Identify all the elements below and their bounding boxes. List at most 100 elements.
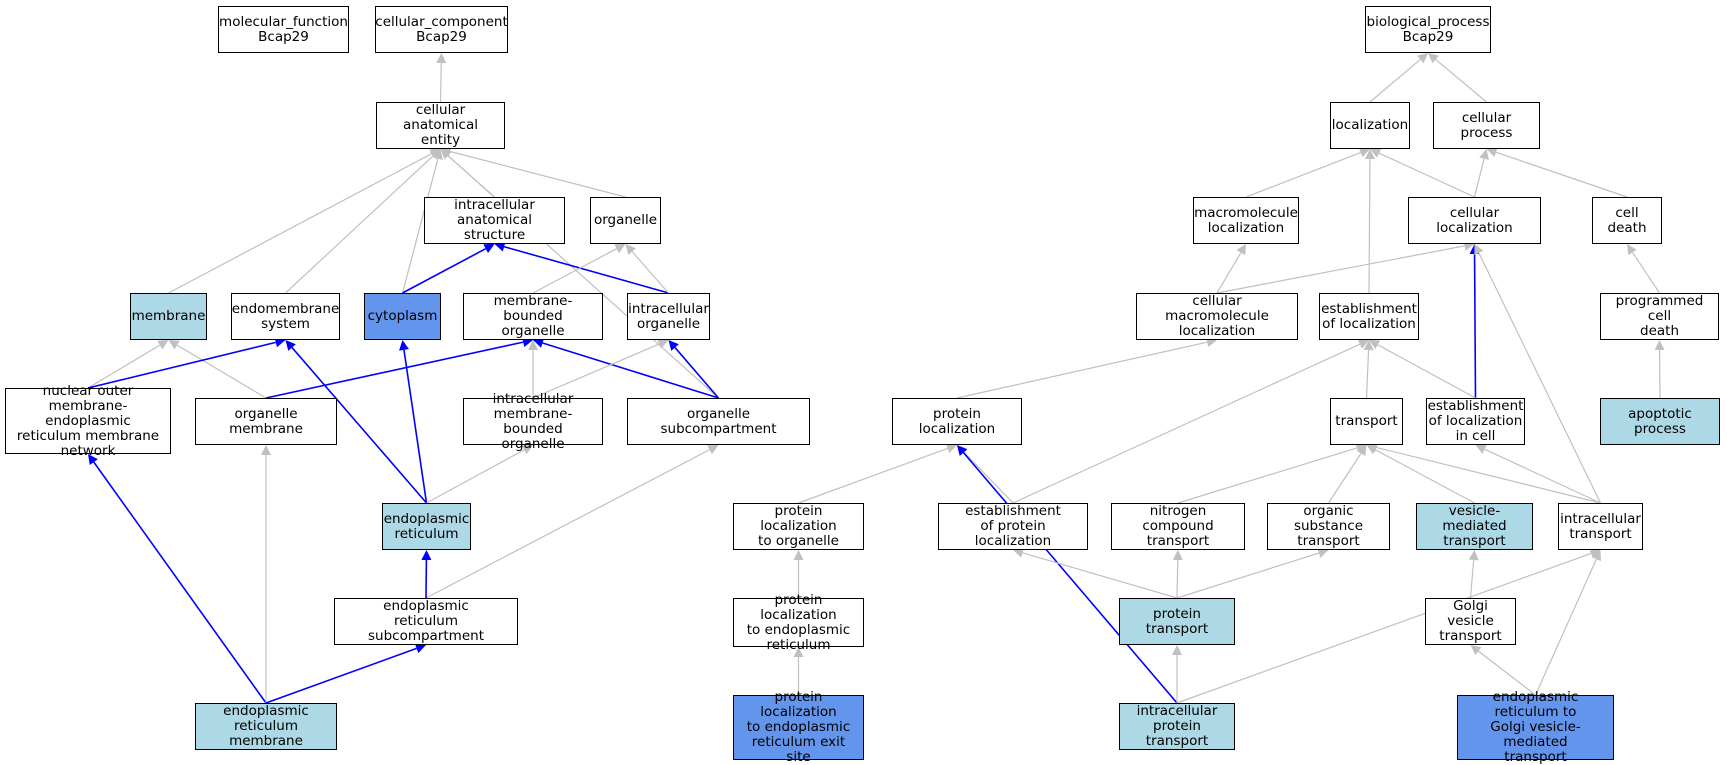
- edge-arrowhead: [1358, 147, 1370, 158]
- edge-arrowhead: [533, 338, 545, 348]
- node-vmt[interactable]: vesicle-mediated transport: [1416, 503, 1533, 550]
- node-om[interactable]: organelle membrane: [195, 398, 337, 445]
- node-osc[interactable]: organelle subcompartment: [627, 398, 810, 445]
- node-gvt[interactable]: Golgi vesicle transport: [1425, 598, 1516, 645]
- node-cl[interactable]: cellular localization: [1408, 197, 1541, 244]
- edge-arrowhead: [1317, 548, 1329, 558]
- edge-is_a-it-to-tr: [1376, 446, 1601, 504]
- edge-is_a-pt-to-nct: [1176, 559, 1179, 599]
- node-mf[interactable]: molecular_function Bcap29: [218, 6, 349, 53]
- edge-is_a-pcd-to-cd: [1632, 252, 1661, 294]
- node-it[interactable]: intracellular transport: [1558, 503, 1643, 550]
- node-bp[interactable]: biological_process Bcap29: [1365, 6, 1491, 53]
- edge-arrowhead: [421, 550, 432, 561]
- node-ergt[interactable]: endoplasmic reticulum to Golgi vesicle-m…: [1457, 690, 1614, 765]
- edge-arrowhead: [399, 340, 409, 351]
- edge-arrowhead: [1172, 645, 1182, 655]
- node-epl[interactable]: establishment of protein localization: [938, 503, 1088, 550]
- edge-is_a-osc-to-cae: [447, 155, 719, 399]
- edge-is_a-nom-to-mem: [87, 344, 161, 389]
- edge-is_a-er-to-imbo: [426, 449, 525, 504]
- node-eol[interactable]: establishment of localization: [1319, 293, 1419, 340]
- edge-part_of-erm-to-nom: [93, 461, 267, 704]
- node-pler[interactable]: protein localization to endoplasmic reti…: [733, 592, 864, 652]
- edge-arrowhead: [1370, 148, 1382, 158]
- edge-is_a-eol-to-loc: [1368, 158, 1371, 294]
- edge-is_a-mbo-to-org: [532, 248, 617, 294]
- edge-is_a-mem-to-cae: [168, 153, 432, 294]
- edge-arrowhead: [1474, 244, 1484, 256]
- node-er[interactable]: endoplasmic reticulum: [382, 503, 471, 550]
- node-cyt[interactable]: cytoplasm: [364, 293, 441, 340]
- node-pt[interactable]: protein transport: [1119, 598, 1235, 645]
- edge-is_a-it-to-eolc: [1484, 448, 1601, 504]
- node-ems[interactable]: endomembrane system: [231, 293, 340, 340]
- edge-is_a-org-to-cae: [450, 150, 626, 198]
- edge-arrowhead: [1468, 550, 1479, 561]
- node-cp[interactable]: cellular process: [1433, 102, 1540, 149]
- node-erm[interactable]: endoplasmic reticulum membrane: [195, 703, 337, 750]
- edge-is_a-cl-to-loc: [1378, 152, 1475, 198]
- edge-arrowhead: [1364, 149, 1375, 160]
- node-tr[interactable]: transport: [1330, 398, 1403, 445]
- edge-arrowhead: [945, 443, 957, 454]
- edge-is_a-gvt-to-vmt: [1469, 559, 1475, 599]
- node-mml[interactable]: macromolecule localization: [1193, 197, 1299, 244]
- edge-is_a-pt-to-ost: [1176, 552, 1320, 599]
- edge-is_a-nct-to-tr: [1177, 447, 1358, 504]
- edge-arrowhead: [1357, 339, 1369, 349]
- node-ersc[interactable]: endoplasmic reticulum subcompartment: [334, 598, 518, 645]
- edge-part_of-ipt-to-pl: [962, 452, 1178, 704]
- edge-arrowhead: [1589, 548, 1601, 559]
- edge-is_a-imbo-to-io: [532, 343, 660, 399]
- edge-arrowhead: [1654, 340, 1665, 351]
- node-cae[interactable]: cellular anatomical entity: [376, 102, 505, 149]
- edge-is_a-cp-to-bp: [1435, 58, 1487, 103]
- edge-is_a-pl-to-cml: [956, 341, 1208, 399]
- node-plo[interactable]: protein localization to organelle: [733, 503, 864, 550]
- node-mem[interactable]: membrane: [130, 293, 207, 340]
- edge-part_of-om-to-mbo: [265, 341, 524, 399]
- edge-is_a-vmt-to-tr: [1375, 449, 1475, 504]
- edge-is_a-plo-to-pl: [798, 447, 948, 504]
- edge-arrowhead: [793, 647, 804, 657]
- node-org[interactable]: organelle: [590, 197, 661, 244]
- node-nct[interactable]: nitrogen compound transport: [1111, 503, 1245, 550]
- edge-part_of-erm-to-ersc: [265, 647, 417, 704]
- node-nom[interactable]: nuclear outer membrane-endoplasmic retic…: [5, 383, 171, 458]
- edge-arrowhead: [957, 445, 968, 456]
- edge-arrowhead: [657, 339, 669, 349]
- edge-is_a-ergt-to-it: [1534, 558, 1597, 696]
- edge-is_a-ipt-to-it: [1176, 552, 1592, 704]
- edge-arrowhead: [614, 244, 626, 254]
- edge-part_of-eolc-to-cl: [1473, 253, 1477, 399]
- node-cd[interactable]: cell death: [1592, 197, 1662, 244]
- edge-is_a-cml-to-cl: [1216, 245, 1465, 294]
- edge-arrowhead: [1475, 444, 1487, 454]
- node-imbo[interactable]: intracellular membrane-bounded organelle: [463, 391, 603, 451]
- edge-arrowhead: [429, 149, 441, 160]
- edge-arrowhead: [668, 340, 679, 351]
- edge-arrowhead: [440, 149, 452, 160]
- node-cml[interactable]: cellular macromolecule localization: [1136, 293, 1298, 340]
- edge-arrowhead: [1356, 445, 1367, 457]
- node-io[interactable]: intracellular organelle: [627, 293, 710, 340]
- edge-is_a-ergt-to-gvt: [1478, 650, 1536, 696]
- node-cc[interactable]: cellular_component Bcap29: [375, 6, 508, 53]
- node-ipt[interactable]: intracellular protein transport: [1119, 703, 1235, 750]
- edge-arrowhead: [1479, 149, 1489, 160]
- node-ost[interactable]: organic substance transport: [1267, 503, 1390, 550]
- node-pl[interactable]: protein localization: [892, 398, 1022, 445]
- node-ap[interactable]: apoptotic process: [1600, 398, 1720, 445]
- node-mbo[interactable]: membrane-bounded organelle: [463, 293, 603, 340]
- node-plerx[interactable]: protein localization to endoplasmic reti…: [733, 690, 864, 765]
- node-ias[interactable]: intracellular anatomical structure: [424, 197, 565, 244]
- node-eolc[interactable]: establishment of localization in cell: [1426, 398, 1525, 445]
- edge-is_a-io-to-org: [631, 251, 669, 294]
- edge-arrowhead: [285, 340, 296, 351]
- edge-arrowhead: [1369, 340, 1381, 350]
- edge-part_of-io-to-ias: [503, 245, 669, 294]
- node-pcd[interactable]: programmed cell death: [1600, 293, 1719, 340]
- node-loc[interactable]: localization: [1330, 102, 1410, 149]
